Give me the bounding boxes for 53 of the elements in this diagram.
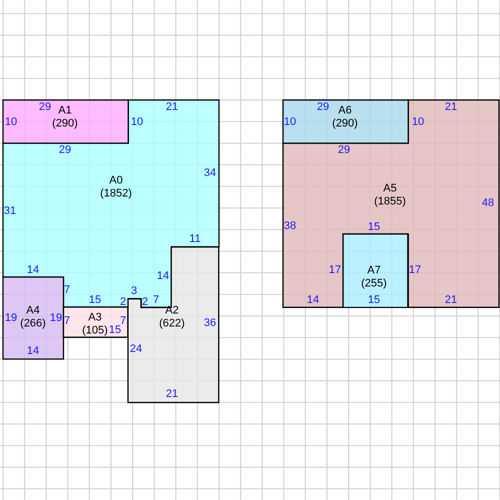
dimension-label: 36 [204,317,216,329]
dimension-label: 11 [189,233,201,245]
dimension-label: 38 [284,220,296,232]
dimension-label: 14 [26,264,40,276]
dimension-label: 21 [444,101,458,113]
dimension-label: 7 [120,315,126,327]
dimension-label: 48 [482,197,494,209]
dimension-label: 29 [338,144,350,156]
area-value: (105) [82,324,108,338]
dimension-label: 19 [50,312,62,324]
dimension-label: 14 [306,294,320,306]
room-name: A1 [58,104,72,117]
dimension-label: 31 [4,205,16,217]
dimension-label: 21 [166,101,178,113]
area-value: (622) [159,318,185,331]
dimension-label: 2 [120,296,126,308]
dimension-label: 14 [26,345,40,357]
area-value: (290) [332,117,358,130]
dimension-label: 17 [408,264,422,276]
dimension-label: 7 [64,315,70,327]
room-name: A4 [26,304,40,318]
dimension-label: 29 [58,144,72,156]
dimension-label: 10 [4,116,18,128]
dimension-label: 10 [130,116,144,128]
dimension-label: 15 [108,324,122,336]
area-value: (1855) [374,195,406,208]
room-name: A5 [383,182,397,195]
room-name: A7 [367,264,381,278]
dimension-label: 21 [166,388,178,400]
dimension-label: 15 [368,221,380,233]
dimension-label: 14 [156,270,170,282]
dimension-label: 2 [142,296,148,308]
area-value: (255) [361,278,387,291]
dimension-label: 15 [88,294,102,306]
dimension-label: 10 [284,116,296,128]
dimension-label: 10 [412,116,424,128]
dimension-label: 29 [38,101,52,113]
dimension-label: 21 [444,294,458,306]
area-value: (266) [20,318,46,331]
area-value: (1852) [100,187,132,200]
dimension-label: 7 [64,284,70,296]
dimension-label: 7 [152,294,160,306]
dimension-label: 15 [368,294,380,306]
room-name: A0 [109,174,123,187]
dimension-label: 34 [204,167,216,179]
dimension-label: 24 [130,343,142,355]
dimension-label: 17 [328,264,342,276]
dimension-label: 29 [316,101,330,113]
dimension-label: 3 [130,285,138,297]
area-value: (290) [52,117,78,130]
dimension-label: 19 [4,312,18,324]
room-name: A6 [338,104,352,117]
room-name: A3 [88,312,102,325]
